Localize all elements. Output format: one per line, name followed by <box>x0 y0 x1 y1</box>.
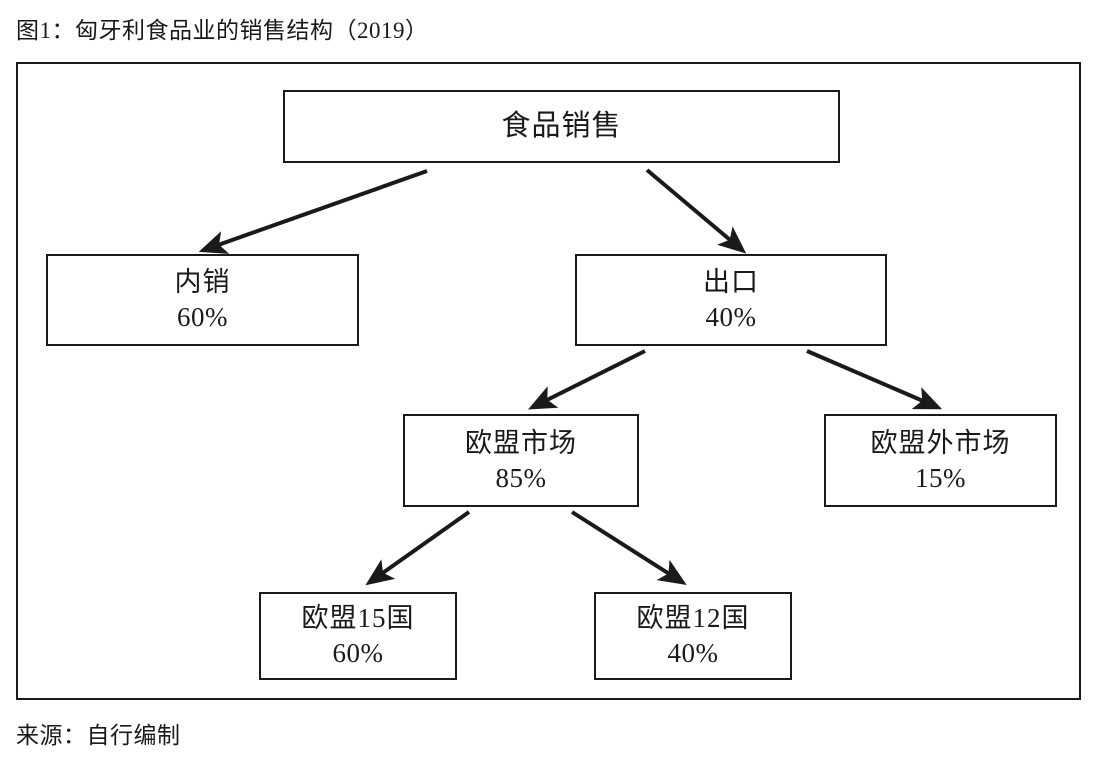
node-export[interactable]: 出口 40% <box>575 254 887 346</box>
node-value: 60% <box>177 302 228 332</box>
arrow-export-to-non-eu-market <box>806 349 943 410</box>
arrow-export-to-eu-market <box>527 349 646 410</box>
node-label: 欧盟外市场 <box>870 427 1011 458</box>
node-label: 食品销售 <box>501 109 622 142</box>
node-label: 出口 <box>703 267 759 298</box>
node-eu-15[interactable]: 欧盟15国 60% <box>259 592 457 680</box>
node-value: 40% <box>667 638 719 668</box>
node-eu-market[interactable]: 欧盟市场 85% <box>403 414 639 507</box>
node-label: 内销 <box>174 267 231 298</box>
node-food-sales[interactable]: 食品销售 <box>283 90 840 163</box>
edges-group <box>198 168 943 586</box>
node-value: 85% <box>495 462 547 493</box>
node-eu-12[interactable]: 欧盟12国 40% <box>594 592 792 680</box>
node-domestic-sales[interactable]: 内销 60% <box>46 254 359 346</box>
node-value: 15% <box>915 462 966 493</box>
figure-title: 图1：匈牙利食品业的销售结构（2019） <box>16 18 429 43</box>
node-label: 欧盟15国 <box>301 603 415 634</box>
arrow-eu-market-to-eu-15 <box>365 510 471 586</box>
node-label: 欧盟市场 <box>465 427 577 458</box>
node-label: 欧盟12国 <box>636 603 750 634</box>
arrow-eu-market-to-eu-12 <box>570 510 687 586</box>
figure-source: 来源：自行编制 <box>16 723 181 748</box>
node-non-eu-market[interactable]: 欧盟外市场 15% <box>824 414 1057 507</box>
arrow-food-sales-to-domestic <box>198 169 428 254</box>
node-value: 40% <box>705 302 757 332</box>
node-value: 60% <box>332 638 384 668</box>
arrow-food-sales-to-export <box>645 168 747 254</box>
